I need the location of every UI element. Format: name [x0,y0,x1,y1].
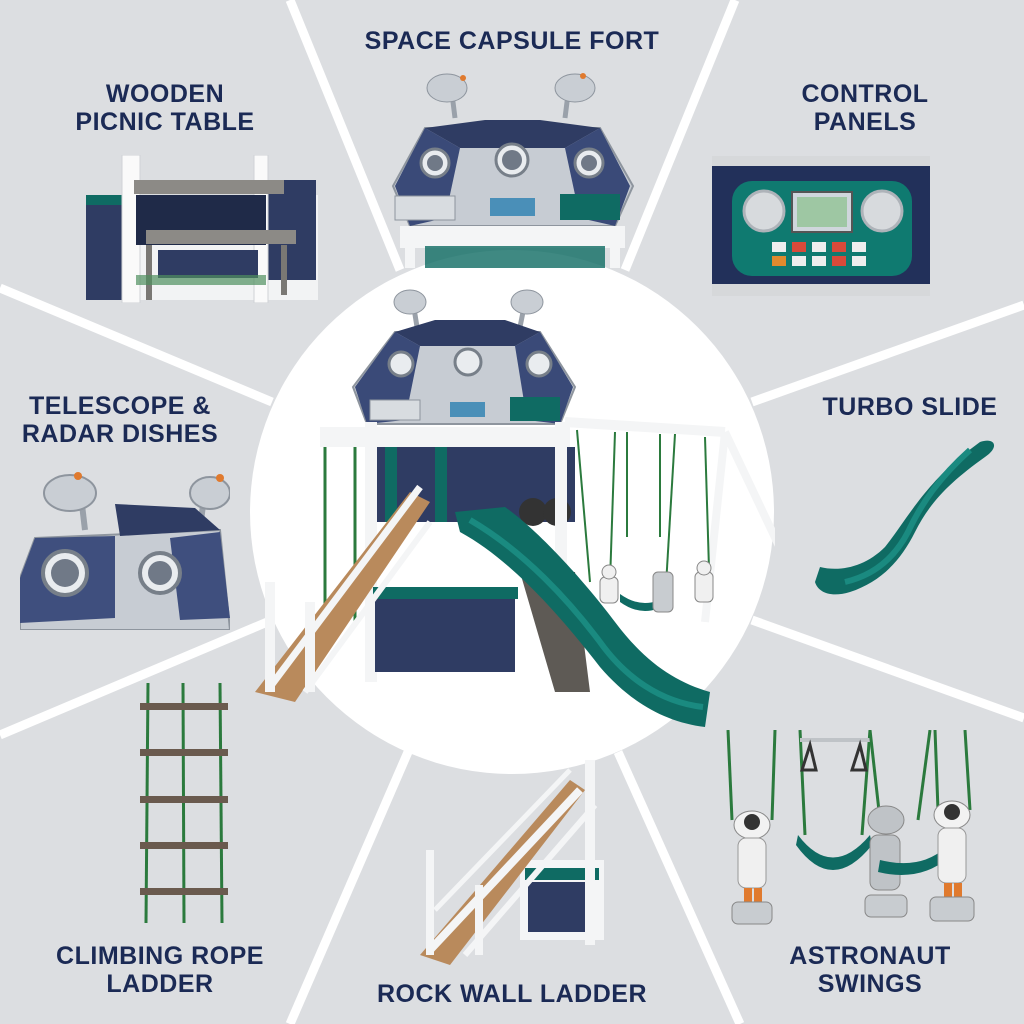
label-line: CONTROL [801,80,929,108]
astronaut-swings-picture [726,730,975,925]
label-line: SPACE CAPSULE FORT [364,27,660,55]
control-panels-picture [712,156,930,296]
label-line: CLIMBING ROPE [56,942,264,970]
climbing-rope-ladder-picture [140,683,228,924]
wooden-picnic-table-picture [86,155,318,303]
label-control-panels: CONTROL PANELS [740,80,990,136]
label-line: WOODEN [105,80,225,108]
space-playset-center-picture [255,289,775,727]
label-wooden-picnic-table: WOODEN PICNIC TABLE [40,80,290,136]
label-line: LADDER [106,970,214,998]
rock-wall-ladder-picture [420,760,604,965]
label-line: PANELS [813,108,917,136]
label-turbo-slide: TURBO SLIDE [800,393,1020,421]
label-telescope-radar-dishes: TELESCOPE & RADAR DISHES [0,392,240,448]
label-rock-wall-ladder: ROCK WALL LADDER [330,980,694,1008]
label-line: RADAR DISHES [21,420,219,448]
label-space-capsule-fort: SPACE CAPSULE FORT [300,27,724,55]
label-line: SWINGS [817,970,923,998]
space-capsule-fort-picture [391,73,635,268]
label-line: TURBO SLIDE [822,393,998,421]
label-climbing-rope-ladder: CLIMBING ROPE LADDER [20,942,300,998]
label-line: ASTRONAUT [789,942,951,970]
label-line: PICNIC TABLE [75,108,255,136]
label-astronaut-swings: ASTRONAUT SWINGS [750,942,990,998]
telescope-radar-dishes-picture [20,472,230,630]
label-line: ROCK WALL LADDER [376,980,648,1008]
turbo-slide-picture [815,440,995,595]
label-line: TELESCOPE & [29,392,211,420]
